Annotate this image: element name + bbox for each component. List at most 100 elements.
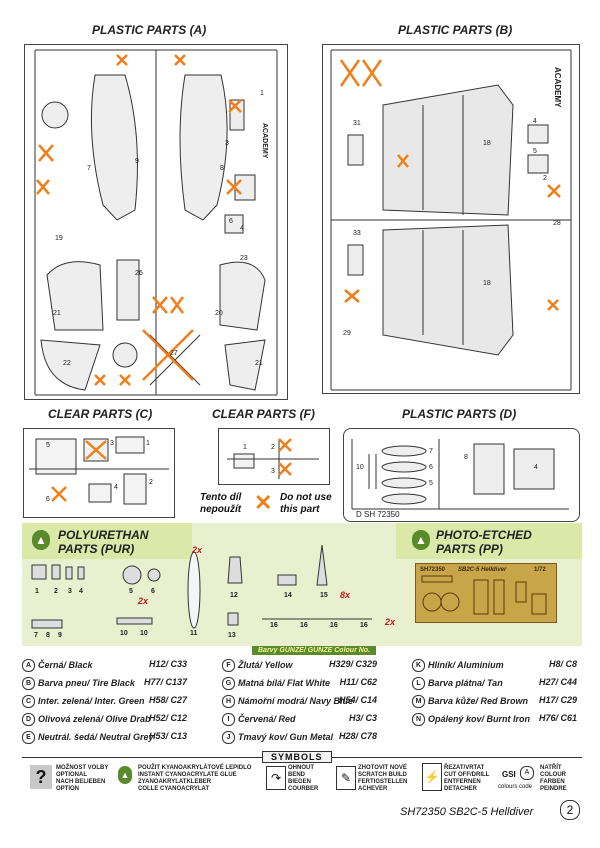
colour-letter-icon: N	[412, 713, 425, 726]
colour-letter-icon: A	[22, 659, 35, 672]
colour-name: Opálený kov/ Burnt Iron	[428, 713, 531, 724]
svg-text:6: 6	[429, 464, 433, 471]
page-number: 2	[560, 800, 580, 820]
svg-text:8: 8	[464, 454, 468, 461]
svg-text:2: 2	[54, 588, 58, 595]
not-used-markers-a	[36, 54, 242, 386]
pe-title: PHOTO-ETCHED PARTS (PP)	[436, 528, 532, 556]
sprue-d-code: D SH 72350	[356, 510, 400, 519]
legend-text-cz: Tento díl nepoužít	[200, 492, 242, 515]
svg-text:20: 20	[215, 310, 223, 317]
svg-text:1: 1	[35, 588, 39, 595]
svg-text:4: 4	[114, 484, 118, 491]
colour-name: Černá/ Black	[38, 659, 93, 670]
svg-text:18: 18	[483, 140, 491, 147]
pe-fret-drawing	[421, 575, 547, 615]
svg-text:9: 9	[135, 158, 139, 165]
colour-code: H58/ C27	[148, 695, 187, 705]
colour-code: H27/ C44	[538, 677, 577, 687]
colour-code: H11/ C62	[339, 677, 377, 687]
svg-text:5: 5	[46, 442, 50, 449]
svg-text:5: 5	[533, 148, 537, 155]
svg-text:5: 5	[429, 480, 433, 487]
svg-text:5: 5	[129, 588, 133, 595]
svg-text:8: 8	[220, 165, 224, 172]
pe-fret: SH72350 SB2C-5 Helldiver 1/72	[415, 563, 557, 623]
colour-name: Červená/ Red	[238, 713, 296, 724]
svg-text:1: 1	[260, 90, 264, 97]
not-used-markers-b	[339, 59, 561, 311]
symbols-title: SYMBOLS	[262, 751, 332, 763]
svg-text:22: 22	[63, 360, 71, 367]
colour-name: Barva pneu/ Tire Black	[38, 677, 135, 688]
colour-letter-icon: B	[22, 677, 35, 690]
colour-code: H3/ C3	[348, 713, 377, 723]
pe-fret-scale: 1/72	[534, 567, 546, 573]
gsi-label: GSI	[502, 770, 516, 779]
pe-fret-code: SH72350	[420, 567, 446, 573]
svg-text:6: 6	[151, 588, 155, 595]
colour-letter-icon: G	[222, 677, 235, 690]
svg-text:4: 4	[534, 464, 538, 471]
footer-title: SH72350 SB2C-5 Helldiver	[400, 806, 534, 818]
svg-text:3: 3	[271, 468, 275, 475]
colour-letter-icon: C	[22, 695, 35, 708]
colour-name: Žlutá/ Yellow	[238, 659, 293, 670]
svg-text:18: 18	[483, 280, 491, 287]
svg-text:6: 6	[46, 496, 50, 503]
svg-text:15: 15	[320, 592, 328, 599]
colour-code: H54/ C14	[338, 695, 377, 705]
svg-text:7: 7	[87, 165, 91, 172]
symbol-bend-text: OHNOUT BEND BIEGEN COURBER	[288, 765, 319, 792]
svg-text:3: 3	[68, 588, 72, 595]
colour-code: H8/ C8	[548, 659, 577, 669]
svg-text:16: 16	[300, 622, 308, 629]
svg-text:33: 33	[353, 230, 361, 237]
section-title-plastic-b: PLASTIC PARTS (B)	[398, 23, 513, 37]
svg-text:14: 14	[284, 592, 292, 599]
colours-code-label: colours code	[498, 784, 533, 790]
sprue-d-drawing: 7 6 5 8 4 10 D SH 72350	[351, 439, 569, 519]
colour-name: Inter. zelená/ Inter. Green	[38, 695, 145, 706]
svg-text:4: 4	[533, 118, 537, 125]
svg-text:26: 26	[135, 270, 143, 277]
section-title-plastic-a: PLASTIC PARTS (A)	[92, 23, 207, 37]
svg-text:10: 10	[356, 464, 364, 471]
svg-text:2: 2	[543, 175, 547, 182]
colour-code: H17/ C29	[538, 695, 577, 705]
colour-letter-icon: D	[22, 713, 35, 726]
colour-name: Matná bílá/ Flat White	[238, 677, 331, 688]
colour-letter-icon: L	[412, 677, 425, 690]
colour-code: H52/ C12	[148, 713, 187, 723]
svg-text:6: 6	[229, 218, 233, 225]
multiplier-2x-5: 2x	[138, 596, 149, 606]
svg-text:1: 1	[243, 444, 247, 451]
svg-text:21: 21	[53, 310, 61, 317]
colour-code: H329/ C329	[328, 659, 377, 669]
glue-drop-icon: ▲	[32, 530, 50, 550]
svg-text:28: 28	[553, 220, 561, 227]
colour-letter-icon: F	[222, 659, 235, 672]
svg-text:29: 29	[343, 330, 351, 337]
svg-text:9: 9	[58, 632, 62, 639]
colour-name: Hliník/ Aluminium	[428, 659, 504, 670]
svg-text:7: 7	[429, 448, 433, 455]
colour-name: Olivová zelená/ Olive Drab	[38, 713, 151, 724]
